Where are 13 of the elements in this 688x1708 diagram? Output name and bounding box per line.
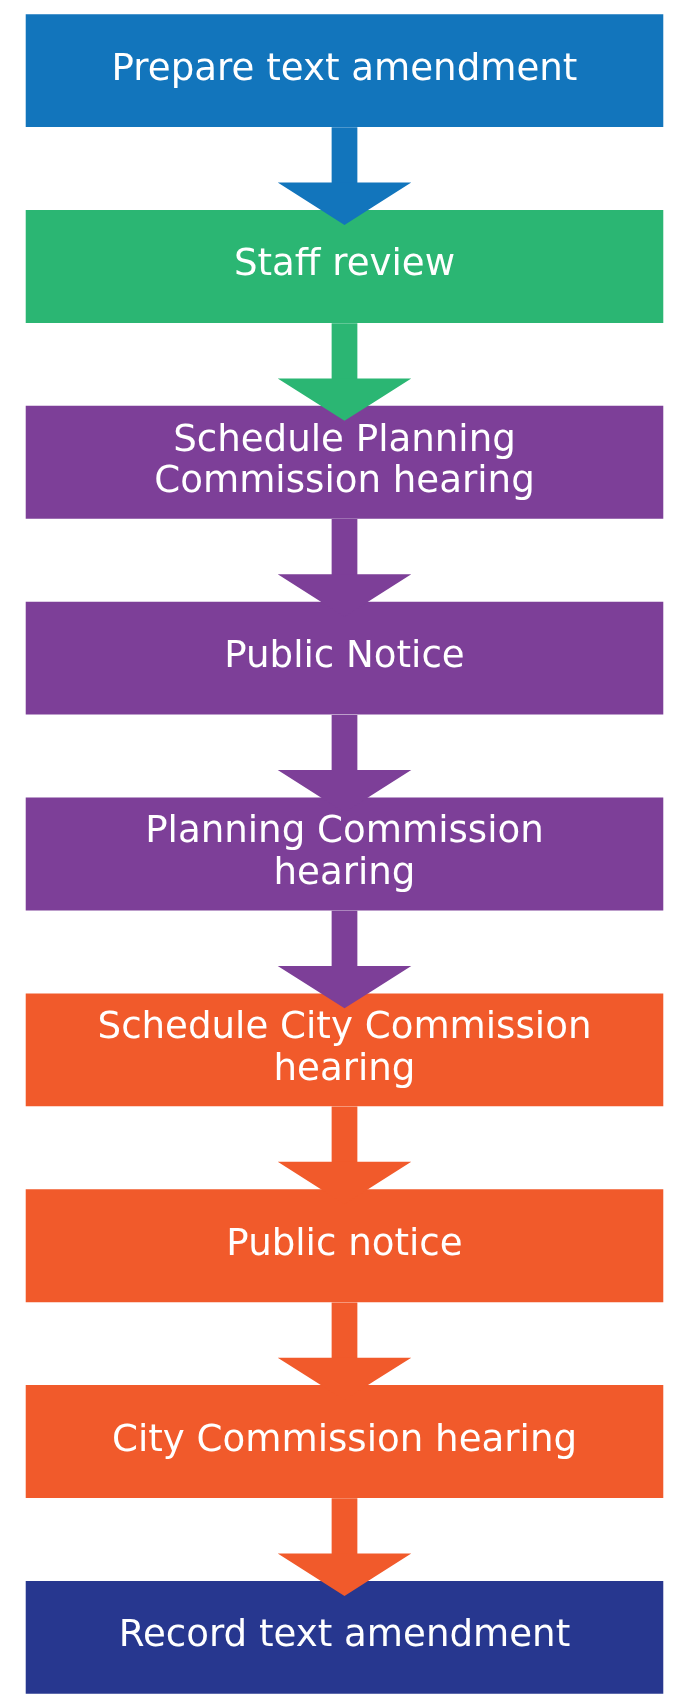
node-box: Record text amendment [25, 1580, 663, 1694]
node-box: Public Notice [25, 601, 663, 715]
node-box: Prepare text amendment [25, 14, 663, 128]
arrow [277, 323, 411, 421]
node-box: Schedule City Commission hearing [25, 993, 663, 1107]
node-box: Staff review [25, 210, 663, 323]
node-box: Public notice [25, 1189, 663, 1303]
node-box: City Commission hearing [25, 1385, 663, 1498]
node-box: Schedule Planning Commission hearing [25, 405, 663, 519]
arrow [277, 127, 411, 225]
arrow [277, 1498, 411, 1596]
node-box: Planning Commission hearing [25, 797, 663, 911]
arrow [277, 910, 411, 1009]
